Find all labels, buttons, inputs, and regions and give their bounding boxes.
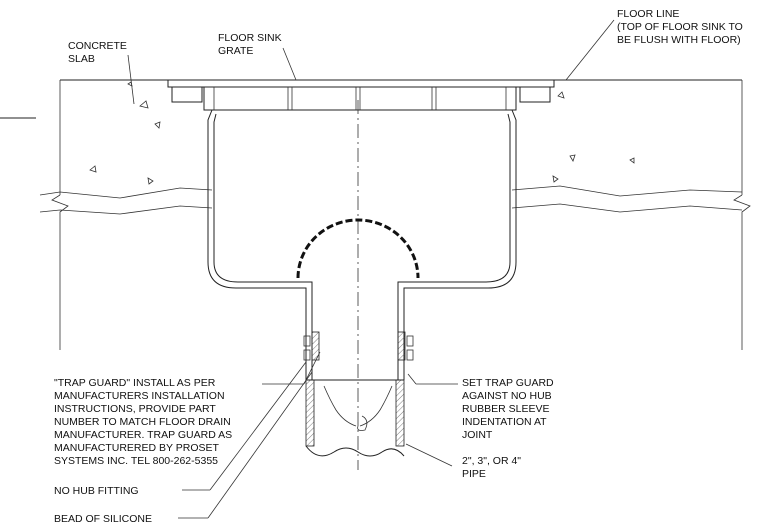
- label-pipe: 2", 3", OR 4" PIPE: [462, 455, 521, 480]
- set-trap-guard-line-1: SET TRAP GUARD: [462, 377, 554, 389]
- label-set-trap-guard: SET TRAP GUARD AGAINST NO HUB RUBBER SLE…: [462, 377, 554, 441]
- trap-guard-install-line-6: MANUFACTURERED BY PROSET: [54, 442, 219, 454]
- floor-sink-grate: [213, 87, 507, 110]
- trap-guard-install-line-3: INSTRUCTIONS, PROVIDE PART: [54, 403, 216, 415]
- trap-guard-install-line-4: NUMBER TO MATCH FLOOR DRAIN: [54, 416, 231, 428]
- pipe-line-1: 2", 3", OR 4": [462, 455, 521, 467]
- concrete-slab-line-2: SLAB: [68, 53, 95, 65]
- dome-strainer: [296, 218, 420, 279]
- floor-sink-grate-line-1: FLOOR SINK: [218, 32, 282, 44]
- set-trap-guard-line-2: AGAINST NO HUB: [462, 390, 552, 402]
- label-trap-guard-install: "TRAP GUARD" INSTALL AS PER MANUFACTURER…: [54, 377, 232, 467]
- trap-guard-install-line-7: SYSTEMS INC. TEL 800-262-5355: [54, 455, 218, 467]
- trap-guard: [323, 385, 393, 431]
- floor-sink-rim: [167, 79, 555, 111]
- leader-lines: [127, 19, 615, 519]
- label-bead-of-silicone: BEAD OF SILICONE: [54, 513, 152, 525]
- concrete-slab: [0, 79, 751, 350]
- trap-guard-install-line-1: "TRAP GUARD" INSTALL AS PER: [54, 377, 216, 389]
- set-trap-guard-line-4: INDENTATION AT: [462, 416, 547, 428]
- concrete-slab-line-1: CONCRETE: [68, 40, 127, 52]
- label-floor-sink-grate: FLOOR SINK GRATE: [218, 32, 282, 57]
- label-no-hub-fitting: NO HUB FITTING: [54, 485, 139, 497]
- no-hub-fitting-left: [303, 331, 320, 361]
- floor-line-line-3: BE FLUSH WITH FLOOR): [617, 34, 741, 46]
- pipe-line-2: PIPE: [462, 468, 486, 480]
- floor-line-line-1: FLOOR LINE: [617, 8, 679, 20]
- floor-line-line-2: (TOP OF FLOOR SINK TO: [617, 21, 743, 33]
- trap-guard-install-line-5: MANUFACTURER. TRAP GUARD AS: [54, 429, 232, 441]
- set-trap-guard-line-5: JOINT: [462, 429, 493, 441]
- trap-guard-install-line-2: MANUFACTURERS INSTALLATION: [54, 390, 225, 402]
- label-concrete-slab: CONCRETE SLAB: [68, 40, 127, 65]
- label-floor-line: FLOOR LINE (TOP OF FLOOR SINK TO BE FLUS…: [617, 8, 743, 46]
- drain-pipe: [305, 379, 405, 457]
- floor-sink-body: [207, 100, 517, 470]
- set-trap-guard-line-3: RUBBER SLEEVE: [462, 403, 550, 415]
- floor-sink-grate-line-2: GRATE: [218, 45, 253, 57]
- no-hub-fitting-right: [397, 331, 414, 361]
